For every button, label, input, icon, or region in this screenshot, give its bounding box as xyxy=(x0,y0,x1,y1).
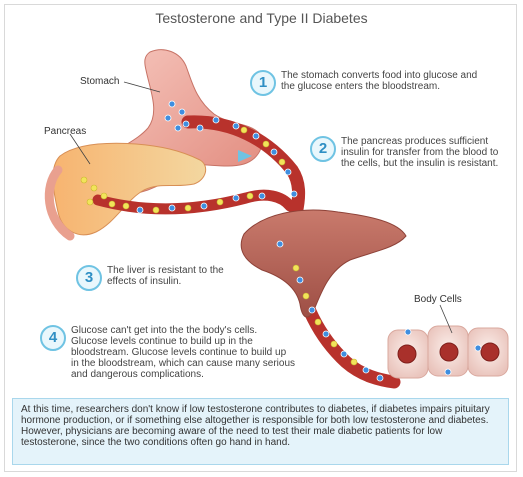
pancreas-label: Pancreas xyxy=(44,126,86,137)
step-4-text: Glucose can't get into the the body's ce… xyxy=(71,325,296,380)
cell-nucleus xyxy=(398,345,416,363)
step-4: 4 Glucose can't get into the the body's … xyxy=(40,325,296,380)
step-number-badge: 4 xyxy=(40,325,66,351)
stomach-label: Stomach xyxy=(80,76,119,87)
footnote-text: At this time, researchers don't know if … xyxy=(21,404,490,448)
step-2: 2 The pancreas produces sufficient insul… xyxy=(310,136,506,169)
step-number-badge: 2 xyxy=(310,136,336,162)
footnote-box: At this time, researchers don't know if … xyxy=(12,398,509,465)
step-3: 3 The liver is resistant to the effects … xyxy=(76,265,246,291)
body-cells-label: Body Cells xyxy=(414,294,462,305)
step-3-text: The liver is resistant to the effects of… xyxy=(107,265,246,287)
pancreas-organ xyxy=(53,143,206,234)
step-number-badge: 1 xyxy=(250,70,276,96)
step-1-text: The stomach converts food into glucose a… xyxy=(281,70,488,92)
step-1: 1 The stomach converts food into glucose… xyxy=(250,70,488,96)
cell-nucleus xyxy=(481,343,499,361)
liver-organ xyxy=(241,210,406,317)
step-2-text: The pancreas produces sufficient insulin… xyxy=(341,136,506,169)
cell-nucleus xyxy=(440,343,458,361)
step-number-badge: 3 xyxy=(76,265,102,291)
